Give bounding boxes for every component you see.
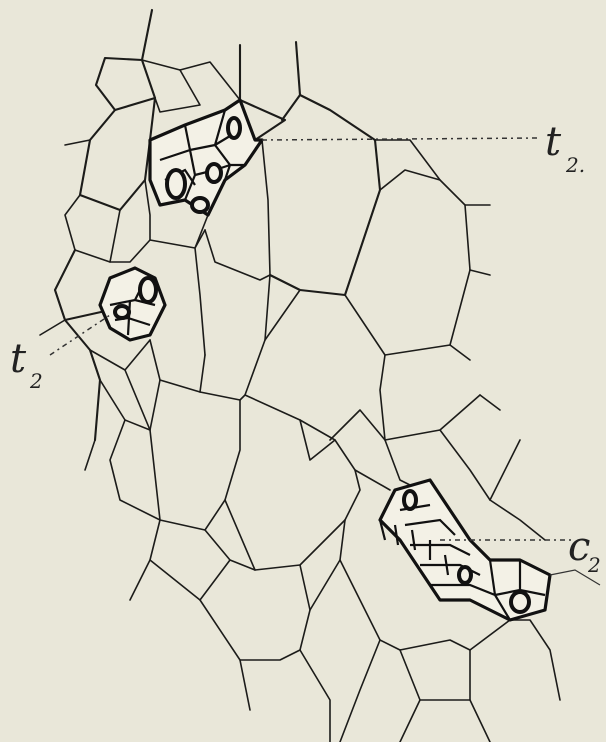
- vascular-bundle-t2-left: [100, 268, 165, 340]
- svg-text:t: t: [10, 336, 27, 382]
- svg-text:2: 2: [29, 369, 43, 393]
- svg-text:t: t: [545, 119, 562, 165]
- vascular-bundle-c2: [380, 480, 550, 620]
- label-t2-left: t 2: [10, 336, 43, 393]
- parenchyma-cells: [40, 10, 560, 742]
- vascular-bundle-t2-upper: [150, 100, 262, 215]
- svg-text:2: 2: [587, 553, 601, 577]
- svg-text:2.: 2.: [565, 153, 585, 177]
- label-t2-right: t 2.: [545, 119, 585, 177]
- label-c2-right: c 2: [568, 524, 601, 577]
